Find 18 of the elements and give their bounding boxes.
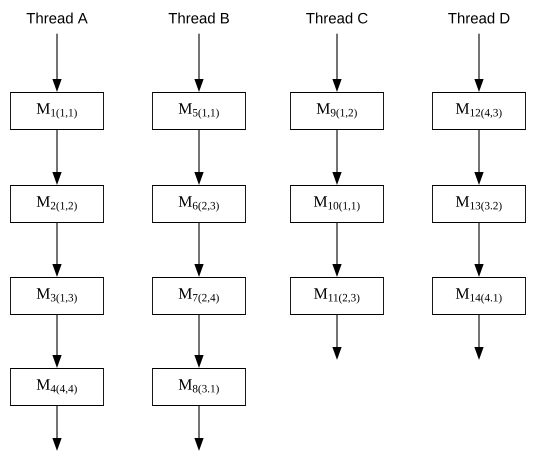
thread-label: Thread C	[306, 12, 368, 24]
process-box: M$_{14(4.1)}$	[432, 277, 526, 315]
process-box: M$_{12(4,3)}$	[432, 92, 526, 130]
process-box: M$_{7(2,4)}$	[152, 277, 246, 315]
process-box: M$_{11(2,3)}$	[290, 277, 384, 315]
process-box: M$_{13(3.2)}$	[432, 185, 526, 223]
process-box: M$_{6(2,3)}$	[152, 185, 246, 223]
thread-label: Thread B	[168, 12, 229, 24]
process-box: M$_{1(1,1)}$	[10, 92, 104, 130]
process-box: M$_{4(4,4)}$	[10, 368, 104, 406]
process-box: M$_{8(3.1)}$	[152, 368, 246, 406]
process-box: M$_{5(1,1)}$	[152, 92, 246, 130]
process-box: M$_{10(1,1)}$	[290, 185, 384, 223]
thread-label: Thread D	[448, 12, 510, 24]
thread-label: Thread A	[26, 12, 88, 24]
process-box: M$_{9(1,2)}$	[290, 92, 384, 130]
process-box: M$_{2(1,2)}$	[10, 185, 104, 223]
process-box: M$_{3(1,3)}$	[10, 277, 104, 315]
